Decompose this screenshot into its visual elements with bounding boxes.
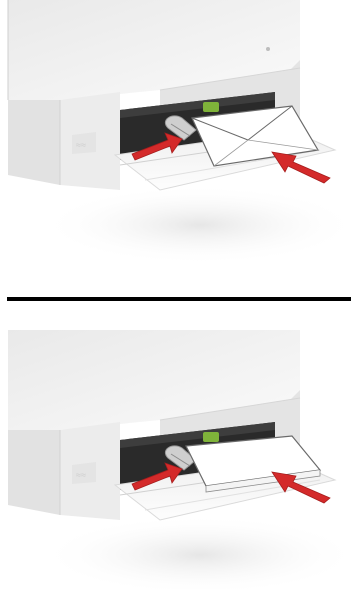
- printer-badge-mark: ≈≈: [76, 470, 86, 480]
- panel-top-envelope: ≈≈: [8, 0, 351, 265]
- guide-lever-green: [203, 432, 219, 442]
- floor-shadow: [40, 515, 351, 589]
- floor-shadow: [40, 185, 351, 265]
- panel-bottom-paper: ≈≈: [8, 330, 351, 589]
- panel-divider: [7, 297, 351, 301]
- guide-lever-green: [203, 102, 219, 112]
- printer-badge-mark: ≈≈: [76, 140, 86, 150]
- indicator-dot: [266, 47, 270, 51]
